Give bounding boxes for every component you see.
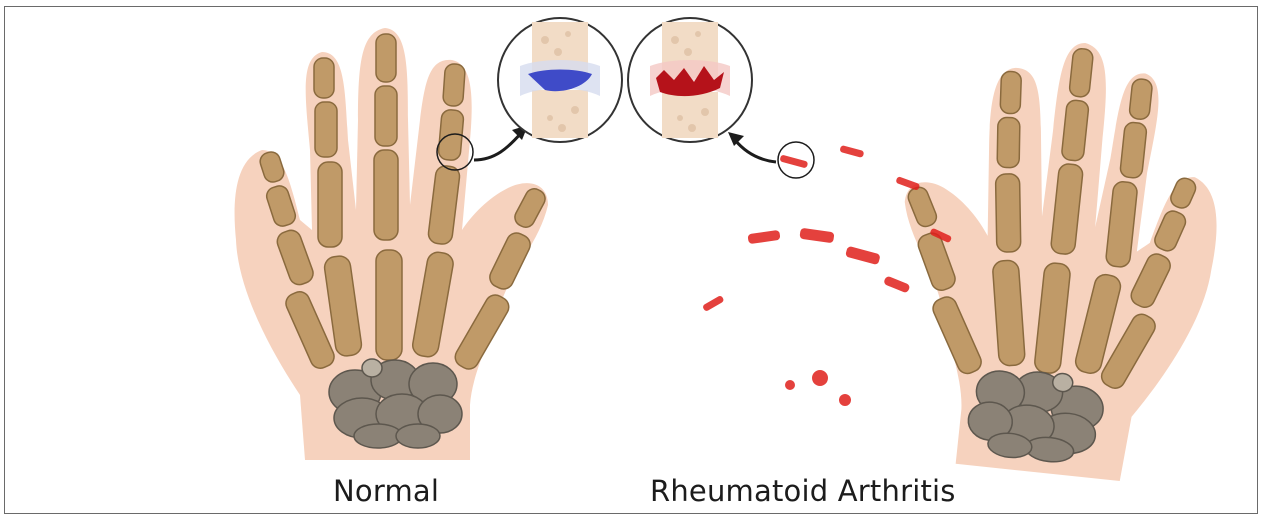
arrow-head-left bbox=[728, 132, 744, 146]
inflammation-marks bbox=[702, 145, 952, 406]
ra-hand-illustration bbox=[878, 26, 1235, 488]
rheumatoid-arthritis-label: Rheumatoid Arthritis bbox=[650, 474, 956, 508]
ra-joint-zoom bbox=[628, 18, 752, 142]
normal-label: Normal bbox=[333, 474, 439, 508]
normal-joint-zoom bbox=[498, 18, 622, 142]
